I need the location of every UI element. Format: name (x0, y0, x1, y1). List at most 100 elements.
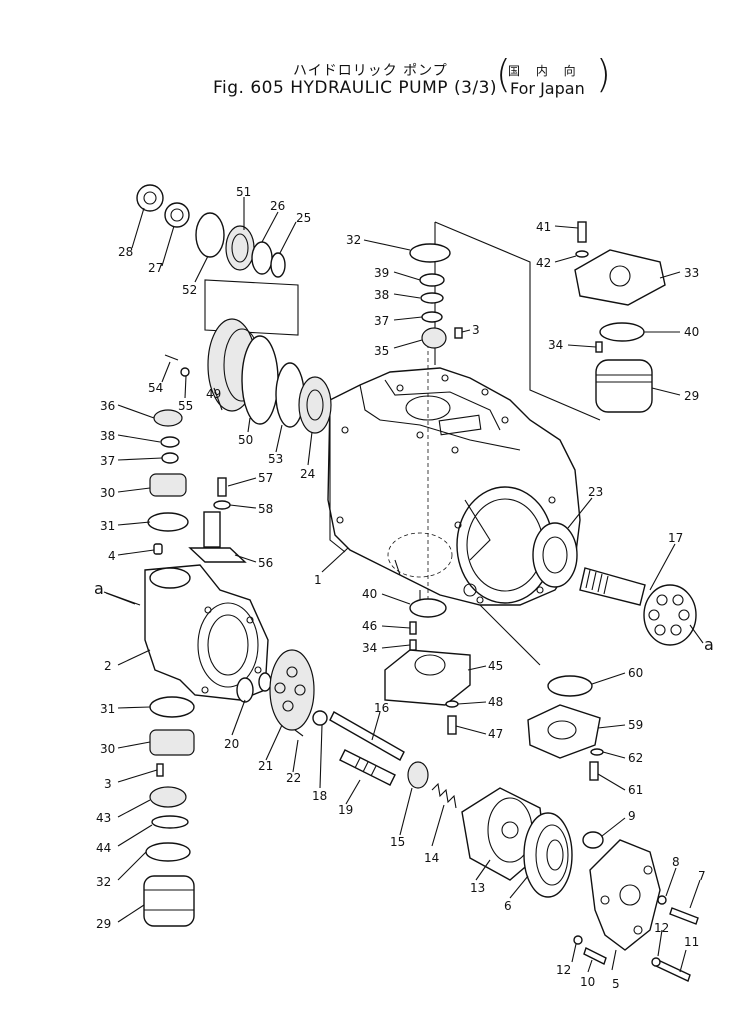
flange-group-right (527, 675, 604, 781)
label-14: 14 (424, 851, 439, 865)
title-japanese-region: 国 内 向 (508, 64, 582, 78)
label-3-top: 3 (472, 323, 480, 337)
label-29-right: 29 (684, 389, 699, 403)
label-9: 9 (628, 809, 636, 823)
label-59: 59 (628, 718, 643, 732)
label-43: 43 (96, 811, 111, 825)
drive-shaft (579, 567, 697, 646)
label-25: 25 (296, 211, 311, 225)
label-46: 46 (362, 619, 377, 633)
label-56: 56 (258, 556, 273, 570)
label-32-top: 32 (346, 233, 361, 247)
label-19: 19 (338, 803, 353, 817)
label-39: 39 (374, 266, 389, 280)
label-33: 33 (684, 266, 699, 280)
label-37-left: 37 (100, 454, 115, 468)
valve-plate-group (236, 649, 315, 737)
paren-open: ( (496, 52, 511, 96)
title-japanese: ハイドロリック ポンプ (293, 63, 448, 79)
bearing-23 (532, 522, 578, 588)
label-16: 16 (374, 701, 389, 715)
left-stack-lower (143, 696, 195, 927)
pilot-valve-block (188, 477, 247, 563)
label-62: 62 (628, 751, 643, 765)
label-12-left: 12 (556, 963, 571, 977)
label-54: 54 (148, 381, 163, 395)
label-21: 21 (258, 759, 273, 773)
label-18: 18 (312, 789, 327, 803)
label-22: 22 (286, 771, 301, 785)
end-cover (573, 839, 699, 982)
part-labels: 28 27 52 51 26 25 54 55 49 50 53 24 36 3… (94, 185, 714, 991)
label-2: 2 (104, 659, 112, 673)
label-4: 4 (108, 549, 116, 563)
label-30-upper: 30 (100, 486, 115, 500)
label-47: 47 (488, 727, 503, 741)
label-37-top: 37 (374, 314, 389, 328)
reference-a-right: a (704, 635, 714, 654)
label-7: 7 (698, 869, 706, 883)
title-region: For Japan (510, 79, 585, 98)
label-48: 48 (488, 695, 503, 709)
label-41: 41 (536, 220, 551, 234)
label-10: 10 (580, 975, 595, 989)
flange-group-bottom (384, 598, 471, 735)
label-23: 23 (588, 485, 603, 499)
label-53: 53 (268, 452, 283, 466)
label-51: 51 (236, 185, 251, 199)
left-stack-upper (147, 409, 189, 555)
label-57: 57 (258, 471, 273, 485)
label-24: 24 (300, 467, 315, 481)
label-3-left: 3 (104, 777, 112, 791)
seal-group-left (164, 318, 332, 434)
label-45: 45 (488, 659, 503, 673)
label-12-right: 12 (654, 921, 669, 935)
label-27: 27 (148, 261, 163, 275)
label-28: 28 (118, 245, 133, 259)
label-17: 17 (668, 531, 683, 545)
label-61: 61 (628, 783, 643, 797)
label-11: 11 (684, 935, 699, 949)
label-44: 44 (96, 841, 111, 855)
label-35: 35 (374, 344, 389, 358)
label-34-bottom: 34 (362, 641, 377, 655)
label-58: 58 (258, 502, 273, 516)
label-40-top: 40 (684, 325, 699, 339)
top-center-stack (409, 243, 463, 349)
leader-lines (103, 197, 704, 973)
label-15: 15 (390, 835, 405, 849)
label-50: 50 (238, 433, 253, 447)
label-30-lower: 30 (100, 742, 115, 756)
label-40-bottom: 40 (362, 587, 377, 601)
label-55: 55 (178, 399, 193, 413)
label-34-top: 34 (548, 338, 563, 352)
label-52: 52 (182, 283, 197, 297)
end-bearing (523, 812, 573, 898)
top-right-cover (574, 221, 666, 413)
paren-close: ) (596, 52, 611, 96)
label-32-left: 32 (96, 875, 111, 889)
valve-housing (144, 564, 269, 701)
label-29-left: 29 (96, 917, 111, 931)
label-38-left: 38 (100, 429, 115, 443)
reference-a-left: a (94, 579, 104, 598)
label-42: 42 (536, 256, 551, 270)
label-60: 60 (628, 666, 643, 680)
label-31-upper: 31 (100, 519, 115, 533)
label-36: 36 (100, 399, 115, 413)
label-5: 5 (612, 977, 620, 991)
label-31-lower: 31 (100, 702, 115, 716)
o-ring-9 (582, 831, 604, 849)
label-13: 13 (470, 881, 485, 895)
label-8: 8 (672, 855, 680, 869)
figure-title: Fig. 605 HYDRAULIC PUMP (3/3) (213, 78, 498, 98)
pump-case (327, 367, 581, 606)
label-26: 26 (270, 199, 285, 213)
label-38-top: 38 (374, 288, 389, 302)
label-20: 20 (224, 737, 239, 751)
piston-spool-group (312, 710, 457, 809)
label-49: 49 (206, 387, 221, 401)
label-6: 6 (504, 899, 512, 913)
